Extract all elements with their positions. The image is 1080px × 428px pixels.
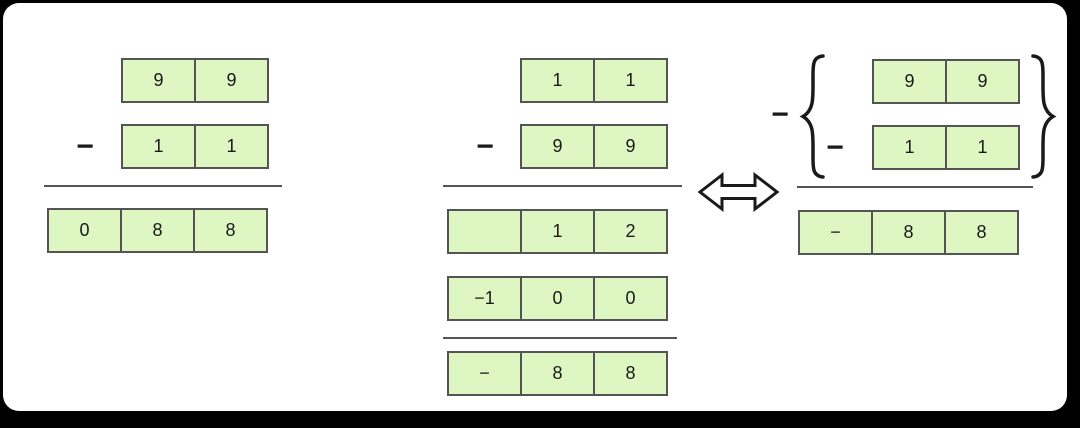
digit-cell: 1 xyxy=(872,125,947,170)
digit-cell: − xyxy=(798,210,873,255)
digit-cell: 8 xyxy=(520,351,595,396)
left-minuend-row: 9 9 xyxy=(121,58,269,103)
digit-cell: 0 xyxy=(520,276,595,321)
digit-cell: 9 xyxy=(872,59,947,104)
middle-minuend-row: 1 1 xyxy=(520,58,668,103)
right-result-row: − 8 8 xyxy=(798,210,1019,255)
digit-cell: − xyxy=(447,351,522,396)
minus-operator: − xyxy=(476,129,494,163)
digit-cell: 8 xyxy=(871,210,946,255)
middle-subtrahend-row: 9 9 xyxy=(520,124,668,169)
digit-cell: 1 xyxy=(593,58,668,103)
digit-cell: 2 xyxy=(593,209,668,254)
digit-cell: 0 xyxy=(593,276,668,321)
digit-cell: 8 xyxy=(944,210,1019,255)
middle-partial-difference-row: 1 2 xyxy=(447,209,668,254)
digit-cell: 8 xyxy=(593,351,668,396)
subtraction-rule-line xyxy=(797,186,1033,188)
digit-cell: 8 xyxy=(120,208,195,253)
right-subtrahend-row: 1 1 xyxy=(872,125,1020,170)
left-result-row: 0 8 8 xyxy=(47,208,268,253)
digit-cell: 8 xyxy=(193,208,268,253)
middle-borrow-row: −1 0 0 xyxy=(447,276,668,321)
digit-cell: 1 xyxy=(194,124,269,169)
right-minuend-row: 9 9 xyxy=(872,59,1020,104)
minus-operator: − xyxy=(771,97,789,131)
digit-cell xyxy=(447,209,522,254)
middle-result-row: − 8 8 xyxy=(447,351,668,396)
digit-cell: −1 xyxy=(447,276,522,321)
digit-cell: 9 xyxy=(945,59,1020,104)
subtraction-rule-line xyxy=(443,185,682,187)
minus-operator: − xyxy=(76,129,94,163)
digit-cell: 1 xyxy=(520,58,595,103)
digit-cell: 1 xyxy=(121,124,196,169)
digit-cell: 1 xyxy=(945,125,1020,170)
digit-cell: 9 xyxy=(593,124,668,169)
left-subtrahend-row: 1 1 xyxy=(121,124,269,169)
digit-cell: 9 xyxy=(520,124,595,169)
subtraction-rule-line xyxy=(443,337,677,339)
digit-cell: 9 xyxy=(121,58,196,103)
digit-cell: 1 xyxy=(520,209,595,254)
minus-operator: − xyxy=(826,130,844,164)
subtraction-rule-line xyxy=(44,185,282,187)
digit-cell: 0 xyxy=(47,208,122,253)
digit-cell: 9 xyxy=(194,58,269,103)
